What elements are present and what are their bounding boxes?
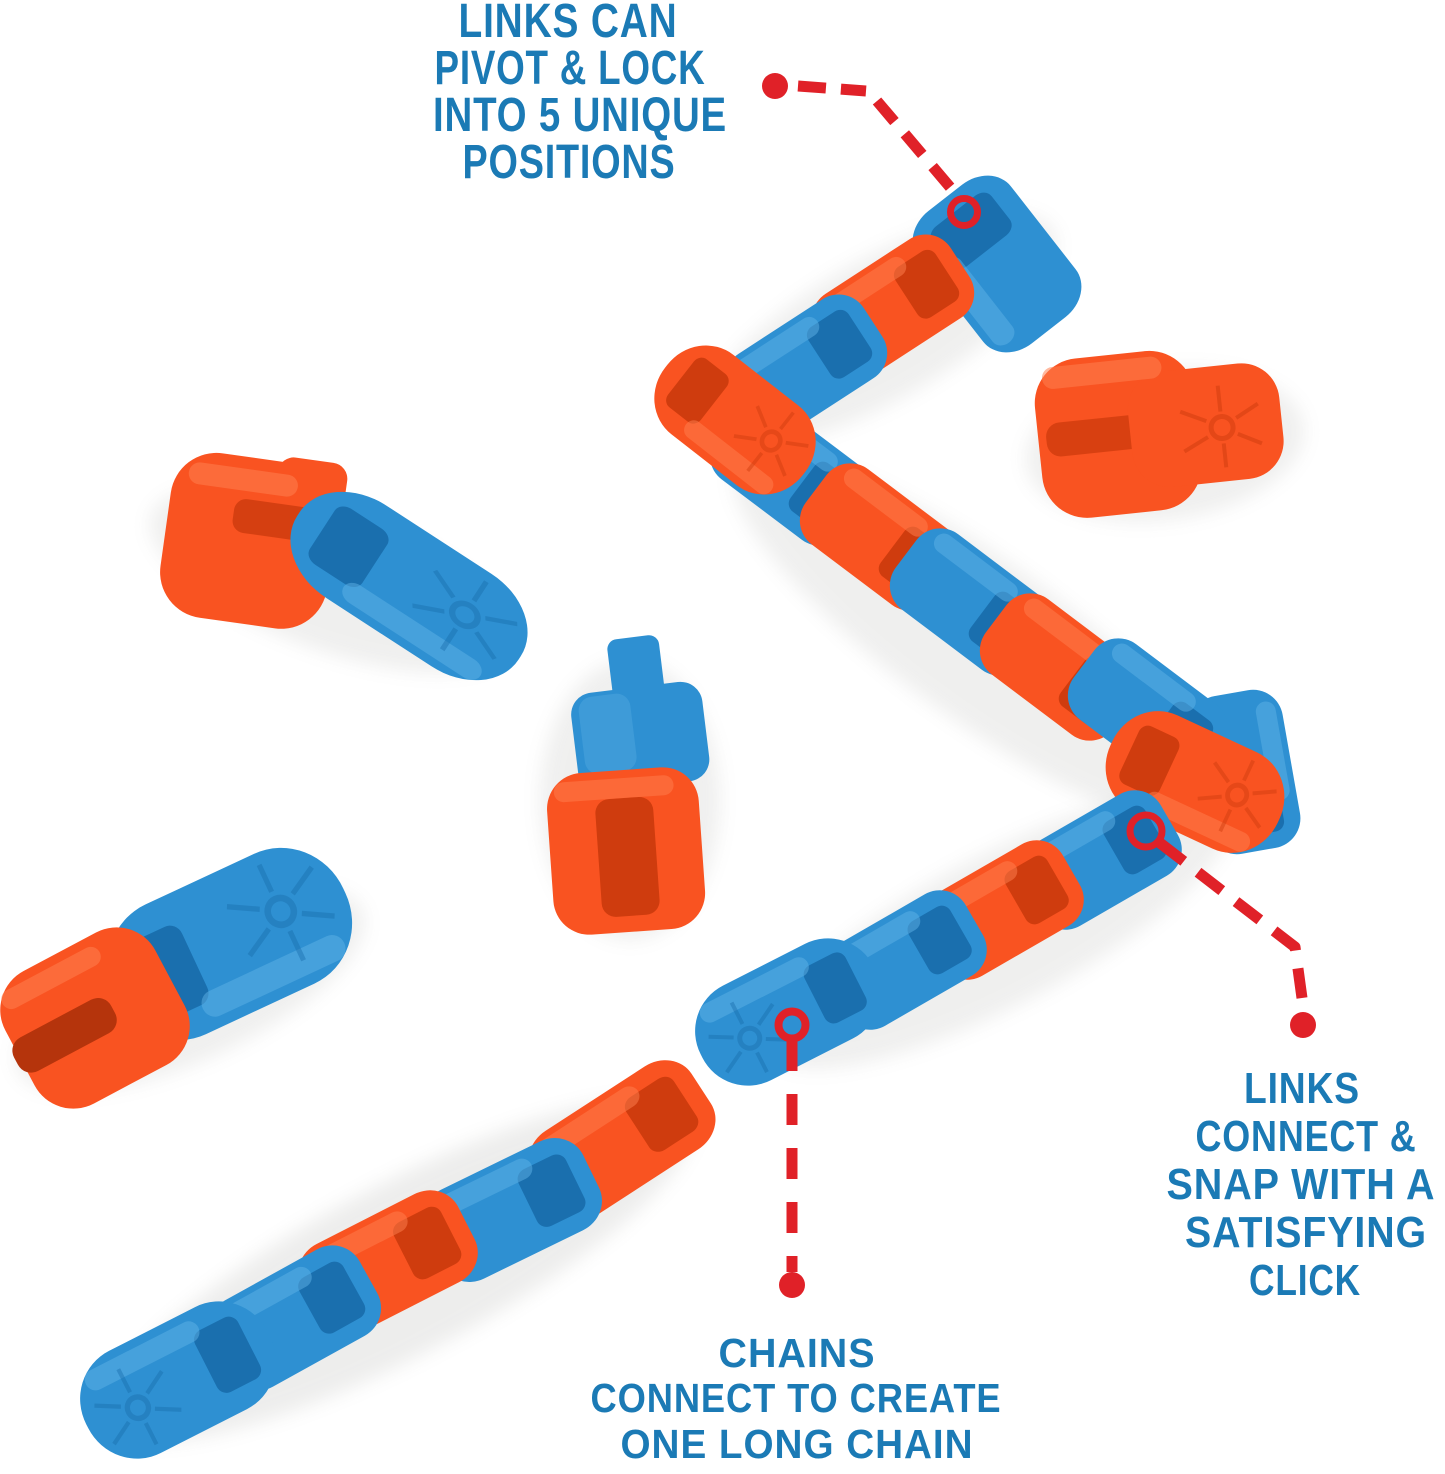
svg-text:LINKS: LINKS [1244,1064,1360,1113]
svg-text:LINKS CAN: LINKS CAN [459,0,678,48]
svg-text:PIVOT & LOCK: PIVOT & LOCK [435,42,706,95]
svg-text:INTO 5 UNIQUE: INTO 5 UNIQUE [433,89,727,142]
svg-text:ONE LONG CHAIN: ONE LONG CHAIN [621,1421,974,1467]
svg-text:POSITIONS: POSITIONS [463,136,676,189]
svg-text:CLICK: CLICK [1249,1256,1361,1305]
svg-text:CONNECT TO CREATE: CONNECT TO CREATE [591,1375,1002,1421]
svg-text:CONNECT &: CONNECT & [1196,1112,1417,1161]
svg-text:SNAP WITH A: SNAP WITH A [1167,1160,1436,1209]
svg-text:SATISFYING: SATISFYING [1185,1208,1427,1257]
svg-text:CHAINS: CHAINS [719,1330,876,1376]
